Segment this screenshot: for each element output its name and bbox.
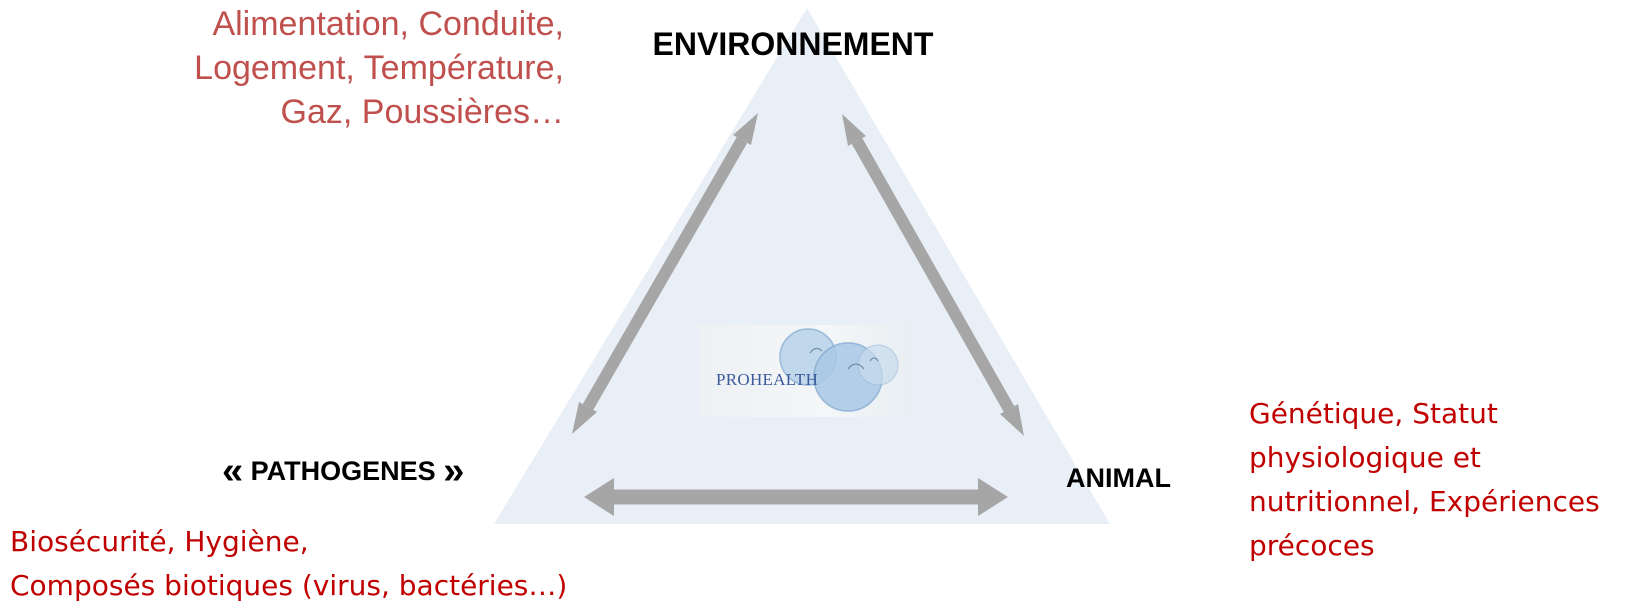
pathogenes-label-text: PATHOGENES xyxy=(250,456,436,486)
environment-factor-line: Alimentation, Conduite, xyxy=(212,5,564,43)
animal-factor-line: précoces xyxy=(1249,529,1375,562)
logo-text: PROHEALTH xyxy=(716,370,819,389)
animal-label: ANIMAL xyxy=(1066,463,1171,493)
animal-factors: Génétique, Statut physiologique et nutri… xyxy=(1249,392,1600,568)
pathogenes-factor-line: Biosécurité, Hygiène, xyxy=(10,525,309,558)
triangle-background xyxy=(494,8,1110,524)
environment-factor-line: Logement, Température, xyxy=(194,49,564,87)
globe-icon xyxy=(779,328,899,412)
environment-factor-line: Gaz, Poussières… xyxy=(280,93,564,131)
prohealth-logo: PROHEALTH xyxy=(698,325,912,417)
animal-factor-line: nutritionnel, Expériences xyxy=(1249,485,1600,518)
environment-label: ENVIRONNEMENT xyxy=(652,26,934,62)
close-quote: » xyxy=(443,450,465,492)
arrow-environment-animal xyxy=(842,114,1024,436)
arrow-pathogenes-animal xyxy=(584,478,1008,516)
environment-factors: Alimentation, Conduite, Logement, Tempér… xyxy=(84,2,564,134)
pathogenes-label: « PATHOGENES » xyxy=(222,450,464,493)
pathogenes-factors: Biosécurité, Hygiène, Composés biotiques… xyxy=(10,520,567,608)
open-quote: « xyxy=(222,450,244,492)
arrow-pathogenes-environment xyxy=(572,113,758,434)
animal-factor-line: Génétique, Statut xyxy=(1249,397,1498,430)
pathogenes-factor-line: Composés biotiques (virus, bactéries…) xyxy=(10,569,568,602)
animal-factor-line: physiologique et xyxy=(1249,441,1481,474)
